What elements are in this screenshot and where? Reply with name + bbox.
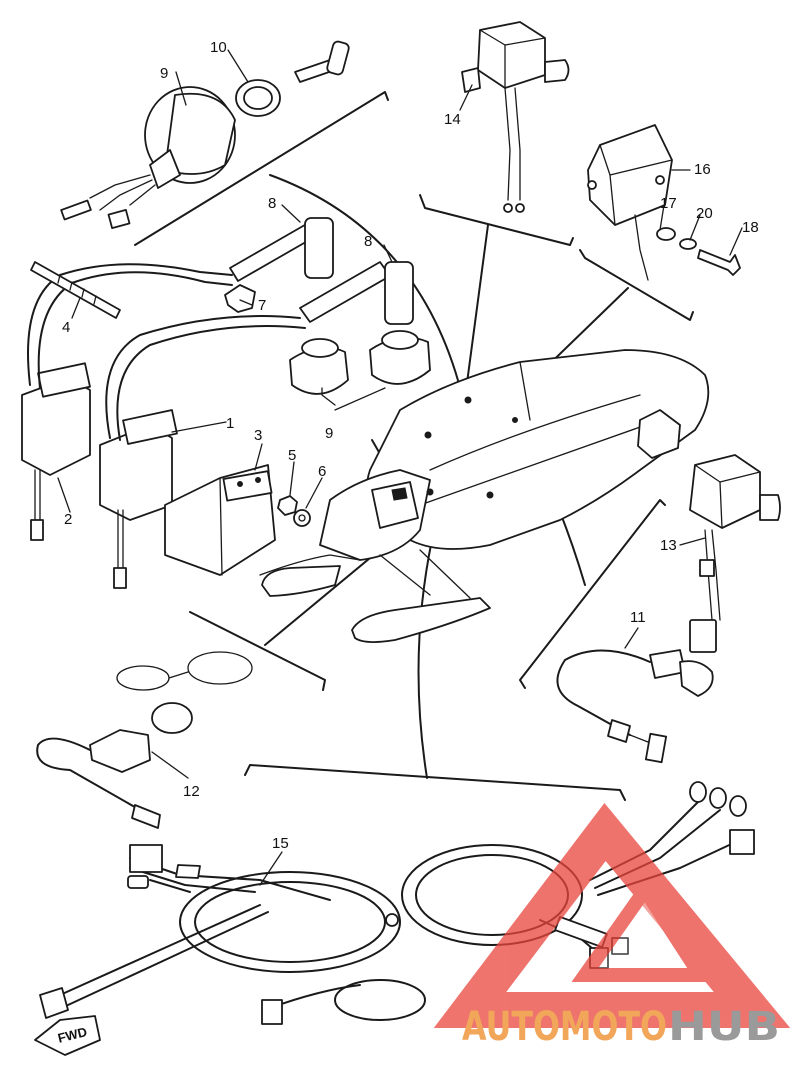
fwd-tag-label: FWD: [56, 1024, 88, 1046]
callout-19: 17: [660, 195, 677, 212]
coil-bracket: [164, 464, 311, 576]
callout-18: 18: [742, 219, 759, 236]
callout-14: 13: [660, 537, 677, 554]
mounting-bolt: [30, 261, 121, 319]
callout-4: 4: [62, 319, 70, 336]
callout-10: 9: [160, 65, 168, 82]
callout-9: 9: [325, 425, 333, 442]
top-switch-assembly: [461, 21, 570, 213]
callout-3: 3: [254, 427, 262, 444]
callout-leaders: [57, 49, 743, 886]
key-switch-assembly: [36, 651, 253, 829]
fwd-tag: FWD: [34, 1015, 101, 1056]
snowmobile-body: [259, 349, 710, 643]
callout-12: 11: [630, 609, 646, 626]
callout-1: 1: [226, 415, 234, 432]
plug-caps-and-boots: [224, 217, 431, 395]
main-wire-harness: FWD: [34, 781, 755, 1056]
throttle-cable-switch: [556, 649, 714, 764]
automotohub-watermark: AUTOMOTO HUB: [433, 803, 791, 1050]
main-switch-assembly: [60, 40, 350, 229]
callout-8-left: 8: [268, 195, 276, 212]
ignition-coils: [21, 263, 306, 589]
callout-numbers: 9 10 14 16 17 20 18 8 8 7 4 1 3 5 6 9 2 …: [62, 39, 759, 852]
callout-17: 16: [694, 161, 711, 178]
watermark-triangle-logo: [433, 803, 791, 1028]
callout-16: 15: [272, 835, 289, 852]
callout-7: 7: [258, 297, 266, 314]
handlebar-switch-right: [689, 454, 781, 653]
callout-5: 5: [288, 447, 296, 464]
watermark-text-hub: HUB: [668, 1004, 780, 1050]
callout-15: 14: [444, 111, 461, 128]
callout-13: 12: [183, 783, 200, 800]
callout-20: 20: [696, 205, 713, 222]
watermark-text-automoto: AUTOMOTO: [462, 1004, 667, 1050]
callout-11: 10: [210, 39, 227, 56]
callout-2: 2: [64, 511, 72, 528]
callout-6: 6: [318, 463, 326, 480]
rectifier-assembly: [587, 124, 741, 281]
group-brackets: [134, 91, 694, 801]
callout-8-right: 8: [364, 233, 372, 250]
